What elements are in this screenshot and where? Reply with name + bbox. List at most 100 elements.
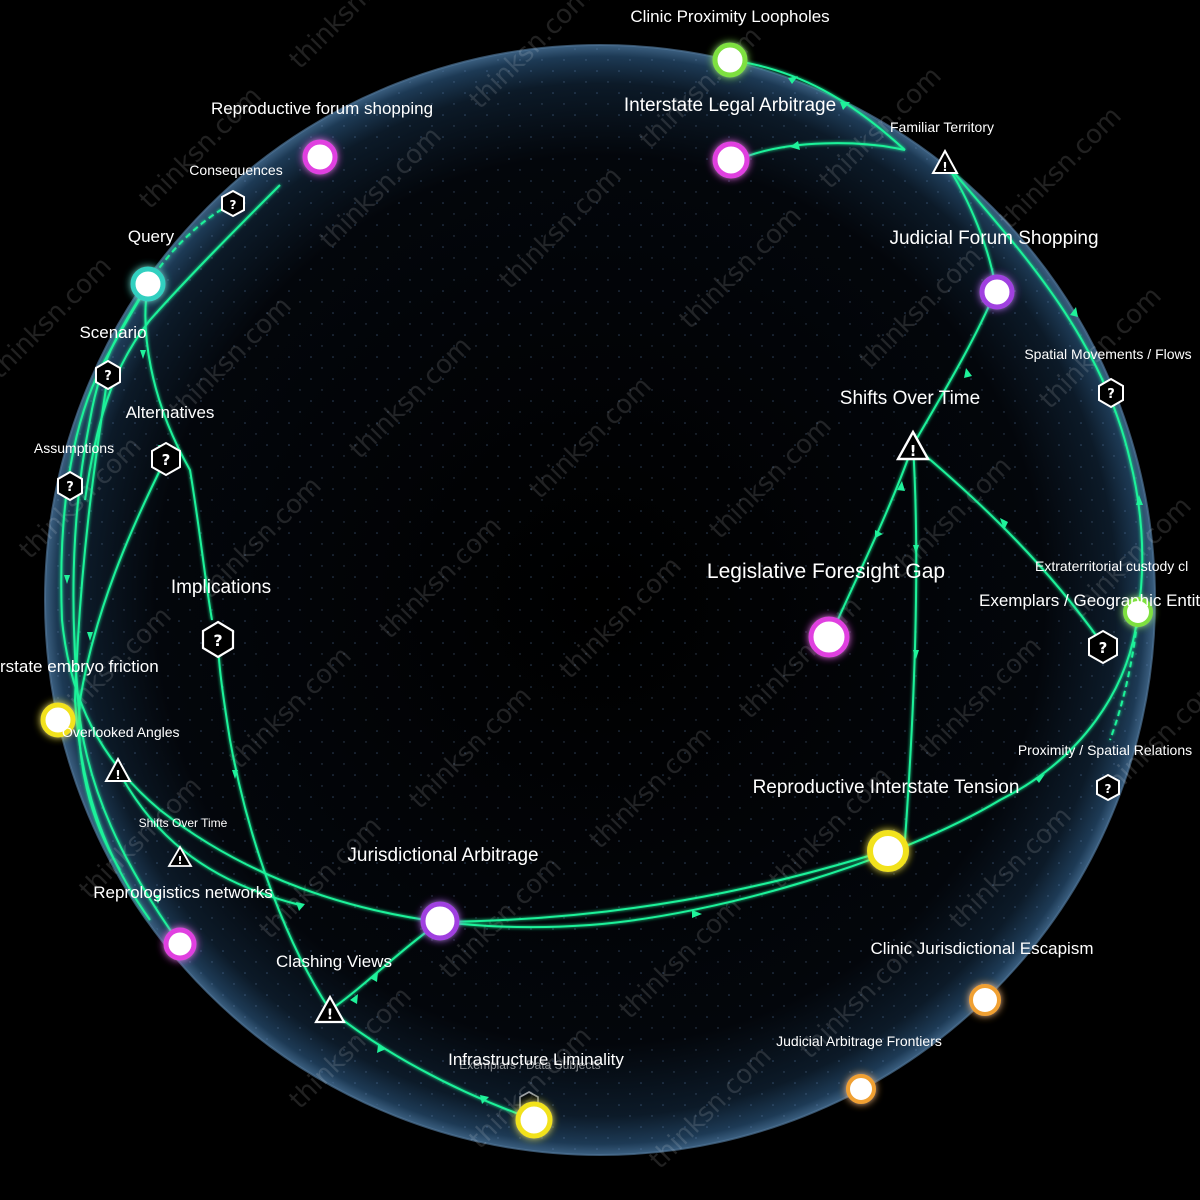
edge-arrow — [913, 545, 919, 554]
node-consequences[interactable]: ? Consequences — [189, 162, 283, 218]
node-label: Exemplars / Geographic Entiti — [979, 591, 1200, 610]
node-label: Spatial Movements / Flows — [1024, 346, 1191, 362]
node-circle[interactable] — [808, 616, 850, 658]
node-label: Implications — [171, 577, 271, 598]
edge-arrow — [1136, 495, 1143, 505]
question-icon[interactable] — [95, 359, 121, 391]
node-clashing-views[interactable]: ! Clashing Views — [276, 952, 392, 1024]
question-icon[interactable] — [201, 620, 235, 659]
node-assumptions[interactable]: ? Assumptions — [34, 440, 114, 502]
question-icon-glyph: ? — [213, 631, 222, 650]
node-shifts-over-time-main[interactable]: ! Shifts Over Time — [840, 388, 980, 461]
edge-arrow — [692, 910, 702, 918]
node-label: Reproductive forum shopping — [211, 99, 433, 118]
node-circle[interactable] — [712, 141, 750, 179]
edge-arrow — [377, 1045, 386, 1053]
warning-icon[interactable] — [895, 429, 931, 461]
warning-icon[interactable] — [104, 756, 132, 782]
node-spatial-movements-flows[interactable]: ? Spatial Movements / Flows — [1024, 346, 1192, 409]
node-label: Overlooked Angles — [62, 724, 180, 740]
warning-icon[interactable] — [167, 845, 193, 867]
edge-arrow — [296, 902, 305, 911]
node-familiar-territory[interactable]: ! Familiar Territory — [890, 119, 994, 174]
warning-icon[interactable] — [314, 994, 346, 1024]
node-proximity-spatial-relations[interactable]: ? Proximity / Spatial Relations — [1018, 742, 1192, 802]
question-icon-glyph: ? — [1099, 639, 1108, 657]
node-label: Extraterritorial custody cl — [1035, 558, 1188, 574]
node-clinic-jurisdictional-escapism[interactable]: Clinic Jurisdictional Escapism — [871, 939, 1094, 1016]
edge-arrow — [964, 368, 972, 378]
node-legislative-foresight-gap[interactable]: Legislative Foresight Gap — [707, 560, 945, 658]
question-icon-glyph: ? — [1107, 387, 1115, 402]
node-circle[interactable] — [420, 901, 460, 941]
question-icon[interactable] — [57, 470, 83, 502]
warning-icon-glyph: ! — [910, 442, 917, 460]
edge-arrow — [897, 481, 905, 491]
node-interstate-legal-arbitrage[interactable]: Interstate Legal Arbitrage — [624, 95, 836, 179]
node-scenario[interactable]: ? Scenario — [79, 323, 147, 391]
node-interstate-embryo-friction[interactable]: rstate embryo friction — [0, 657, 159, 738]
node-label: Clinic Proximity Loopholes — [630, 7, 829, 26]
node-circle[interactable] — [712, 42, 748, 78]
node-circle[interactable] — [846, 1074, 876, 1104]
edge-arrow — [232, 770, 238, 779]
node-query[interactable]: Query — [128, 227, 175, 302]
node-circle[interactable] — [1123, 597, 1153, 627]
watermark-text: thinksn.com — [284, 0, 418, 75]
question-icon[interactable] — [151, 441, 181, 477]
node-infrastructure-liminality[interactable]: Infrastructure Liminality — [448, 1050, 624, 1139]
edge — [78, 457, 167, 871]
question-icon[interactable] — [1098, 377, 1124, 409]
question-icon[interactable] — [1088, 629, 1118, 665]
node-overlooked-angles[interactable]: ! Overlooked Angles — [62, 724, 180, 782]
node-circle[interactable] — [979, 274, 1015, 310]
node-circle[interactable] — [969, 984, 1001, 1016]
edge — [117, 769, 301, 906]
warning-icon-glyph: ! — [942, 160, 947, 174]
node-extraterritorial-custody[interactable]: Extraterritorial custody cl — [1035, 558, 1188, 627]
node-judicial-forum-shopping[interactable]: Judicial Forum Shopping — [889, 228, 1099, 310]
node-clinic-proximity-loopholes[interactable]: Clinic Proximity Loopholes — [630, 7, 830, 78]
warning-icon-glyph: ! — [115, 768, 120, 782]
node-circle[interactable] — [302, 139, 338, 175]
edge-arrow — [913, 650, 919, 659]
question-icon[interactable] — [221, 189, 245, 218]
node-label: Judicial Arbitrage Frontiers — [776, 1033, 942, 1049]
node-alternatives[interactable]: ? Alternatives — [126, 403, 215, 477]
node-label: Legislative Foresight Gap — [707, 560, 945, 583]
node-circle[interactable] — [40, 702, 76, 738]
node-implications[interactable]: ? Implications — [171, 577, 271, 659]
edge-arrow — [87, 632, 93, 641]
edge — [84, 184, 281, 501]
node-label: Query — [128, 227, 175, 246]
node-circle[interactable] — [515, 1101, 553, 1139]
node-circle[interactable] — [163, 927, 197, 961]
edge-arrow — [370, 972, 378, 982]
edge-arrow — [140, 350, 146, 359]
node-reprologistics-networks[interactable]: Reprologistics networks — [93, 883, 273, 961]
node-judicial-arbitrage-frontiers[interactable]: Judicial Arbitrage Frontiers — [776, 1033, 942, 1104]
question-icon-glyph: ? — [162, 451, 171, 469]
node-reproductive-interstate-tension[interactable]: Reproductive Interstate Tension — [753, 777, 1020, 872]
node-circle[interactable] — [130, 266, 166, 302]
edge — [944, 161, 1144, 613]
node-label: Alternatives — [126, 403, 215, 422]
edge — [73, 374, 151, 921]
node-label: Scenario — [79, 323, 146, 342]
edge — [729, 59, 906, 151]
edge-arrow — [155, 895, 161, 904]
node-circle[interactable] — [867, 830, 909, 872]
node-shifts-over-time-small[interactable]: ! Shifts Over Time — [139, 816, 228, 867]
edge-arrow — [1070, 307, 1078, 317]
question-icon[interactable] — [1096, 773, 1120, 802]
node-jurisdictional-arbitrage[interactable]: Jurisdictional Arbitrage — [347, 845, 539, 941]
edge — [829, 444, 914, 638]
node-label: Exemplars / Data Subjects — [459, 1058, 600, 1072]
node-label: Clashing Views — [276, 952, 392, 971]
edge-arrow — [64, 575, 70, 584]
edges — [60, 59, 1144, 1121]
node-exemplars-geographic[interactable]: ? Exemplars / Geographic Entiti — [979, 591, 1200, 665]
warning-icon[interactable] — [931, 148, 959, 174]
edge-arrow — [840, 102, 850, 110]
node-reproductive-forum-shopping[interactable]: Reproductive forum shopping — [211, 99, 433, 175]
